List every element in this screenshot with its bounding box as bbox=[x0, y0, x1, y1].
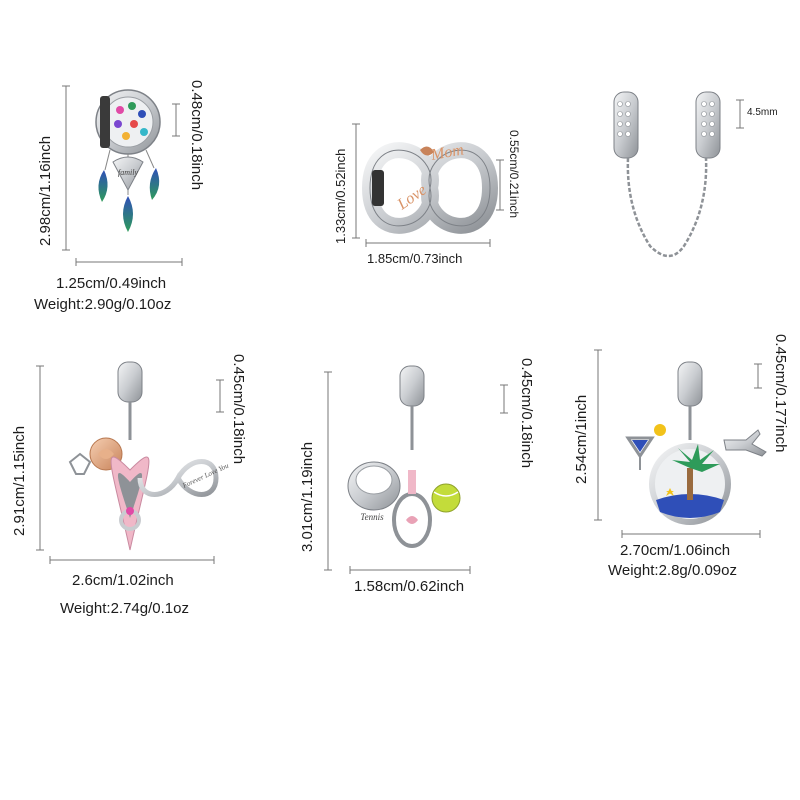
dimension-lines-4 bbox=[36, 365, 224, 564]
infinity-charm-image: Love Mom bbox=[361, 141, 499, 234]
svg-text:family: family bbox=[118, 168, 138, 177]
safety-chain-image bbox=[613, 91, 721, 258]
product-2-bail-label: 0.55cm/0.21inch bbox=[507, 130, 521, 219]
dimension-lines-5 bbox=[324, 371, 508, 574]
product-5-height-label: 3.01cm/1.19inch bbox=[299, 441, 316, 552]
product-6-weight-label: Weight:2.8g/0.09oz bbox=[608, 562, 737, 579]
svg-text:Mom: Mom bbox=[429, 141, 465, 164]
svg-text:Tennis: Tennis bbox=[360, 512, 384, 522]
product-2-width-label: 1.85cm/0.73inch bbox=[367, 251, 463, 266]
product-5-width-label: 1.58cm/0.62inch bbox=[354, 578, 465, 595]
product-1-height-label: 2.98cm/1.16inch bbox=[37, 135, 54, 246]
product-1-bail-label: 0.48cm/0.18inch bbox=[188, 80, 205, 191]
product-4-bail-label: 0.45cm/0.18inch bbox=[230, 354, 247, 465]
product-6-width-label: 2.70cm/1.06inch bbox=[620, 542, 731, 559]
tennis-charm-image: Tennis bbox=[347, 365, 461, 548]
product-4-height-label: 2.91cm/1.15inch bbox=[11, 425, 28, 536]
tropical-charm-image bbox=[625, 361, 767, 525]
product-1-weight-label: Weight:2.90g/0.10oz bbox=[34, 296, 172, 313]
heart-ring-box-charm-image: Forever Love You bbox=[68, 361, 230, 551]
dimension-lines-6 bbox=[594, 349, 762, 538]
product-6-bail-label: 0.45cm/0.177inch bbox=[772, 334, 789, 453]
product-1-width-label: 1.25cm/0.49inch bbox=[56, 275, 167, 292]
product-4-weight-label: Weight:2.74g/0.1oz bbox=[60, 600, 189, 617]
product-5-bail-label: 0.45cm/0.18inch bbox=[518, 358, 535, 469]
dimension-lines-3 bbox=[736, 99, 744, 129]
dimension-lines-2 bbox=[352, 123, 504, 247]
product-3-bail-label: 4.5mm bbox=[747, 107, 778, 118]
dimension-lines-1 bbox=[62, 85, 183, 266]
product-4-width-label: 2.6cm/1.02inch bbox=[72, 572, 174, 589]
product-6-height-label: 2.54cm/1inch bbox=[573, 394, 590, 484]
product-2-height-label: 1.33cm/0.52inch bbox=[333, 148, 348, 244]
dreamcatcher-charm-image: family bbox=[95, 89, 161, 232]
